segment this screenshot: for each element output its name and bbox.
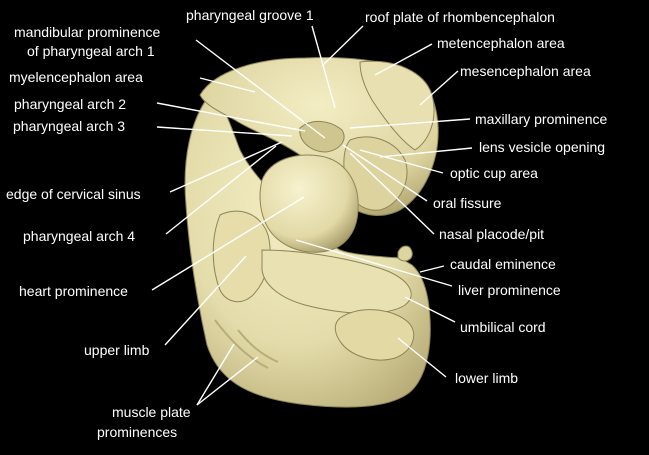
leader-cervical-sinus — [169, 141, 283, 193]
label-pharyngeal-arch-2: pharyngeal arch 2 — [14, 96, 126, 112]
label-maxillary: maxillary prominence — [475, 111, 607, 127]
leader-muscle-plate-a — [196, 343, 235, 406]
leader-pharyngeal-arch-4 — [165, 145, 277, 235]
leader-myelencephalon — [199, 77, 256, 93]
leader-caudal-eminence — [419, 265, 445, 273]
label-pharyngeal-arch-3: pharyngeal arch 3 — [13, 118, 125, 134]
leader-upper-limb — [164, 255, 247, 346]
label-liver: liver prominence — [458, 282, 561, 298]
leader-lines — [151, 25, 473, 406]
leader-mesencephalon — [419, 70, 459, 106]
leader-mandibular — [195, 39, 326, 139]
leader-pharyngeal-groove-1 — [311, 25, 336, 109]
labels: pharyngeal groove 1 roof plate of rhombe… — [6, 7, 607, 440]
label-nasal-placode: nasal placode/pit — [439, 226, 544, 242]
label-umbilical-cord: umbilical cord — [460, 319, 546, 335]
label-mandibular-line1: mandibular prominence — [14, 24, 161, 40]
label-heart: heart prominence — [19, 283, 128, 299]
label-muscle-line1: muscle plate — [112, 404, 191, 420]
leader-umbilical-cord — [404, 296, 456, 323]
pharyngeal-detail — [299, 121, 345, 153]
label-pharyngeal-groove-1: pharyngeal groove 1 — [186, 7, 314, 23]
leader-pharyngeal-arch-2 — [156, 102, 306, 132]
leader-heart — [151, 196, 305, 291]
leader-pharyngeal-arch-3 — [156, 126, 293, 137]
heart-prominence-shape — [259, 154, 359, 253]
label-upper-limb: upper limb — [84, 342, 150, 358]
label-metencephalon: metencephalon area — [437, 35, 565, 51]
label-roof-plate: roof plate of rhombencephalon — [365, 9, 555, 25]
muscle-plate-shape — [214, 319, 279, 369]
liver-prominence-shape — [261, 249, 412, 314]
leader-lower-limb — [397, 337, 447, 378]
leader-nasal-placode — [349, 152, 435, 235]
label-mesencephalon: mesencephalon area — [460, 63, 591, 79]
label-oral-fissure: oral fissure — [433, 195, 502, 211]
label-muscle-line2: prominences — [97, 424, 177, 440]
leader-metencephalon — [374, 43, 433, 76]
label-mandibular-line2: of pharyngeal arch 1 — [27, 43, 155, 59]
label-myelencephalon: myelencephalon area — [9, 69, 143, 85]
leader-roof-plate — [321, 25, 364, 67]
embryo-specimen — [184, 57, 439, 408]
lower-limb-shape — [334, 309, 415, 361]
mesencephalon-bulge — [359, 60, 435, 151]
label-lower-limb: lower limb — [455, 370, 518, 386]
label-optic-cup: optic cup area — [450, 165, 538, 181]
caudal-eminence-shape — [397, 245, 413, 262]
leader-lens-vesicle — [379, 147, 473, 158]
leader-liver — [295, 239, 453, 287]
leader-oral-fissure — [342, 144, 428, 202]
label-lens-vesicle: lens vesicle opening — [479, 139, 605, 155]
label-caudal-eminence: caudal eminence — [450, 256, 556, 272]
upper-limb-shape — [212, 210, 271, 303]
label-cervical-sinus: edge of cervical sinus — [6, 186, 141, 202]
leader-optic-cup — [359, 149, 444, 174]
leader-muscle-plate-b — [196, 356, 259, 406]
leader-maxillary — [349, 118, 471, 129]
label-pharyngeal-arch-4: pharyngeal arch 4 — [23, 228, 135, 244]
